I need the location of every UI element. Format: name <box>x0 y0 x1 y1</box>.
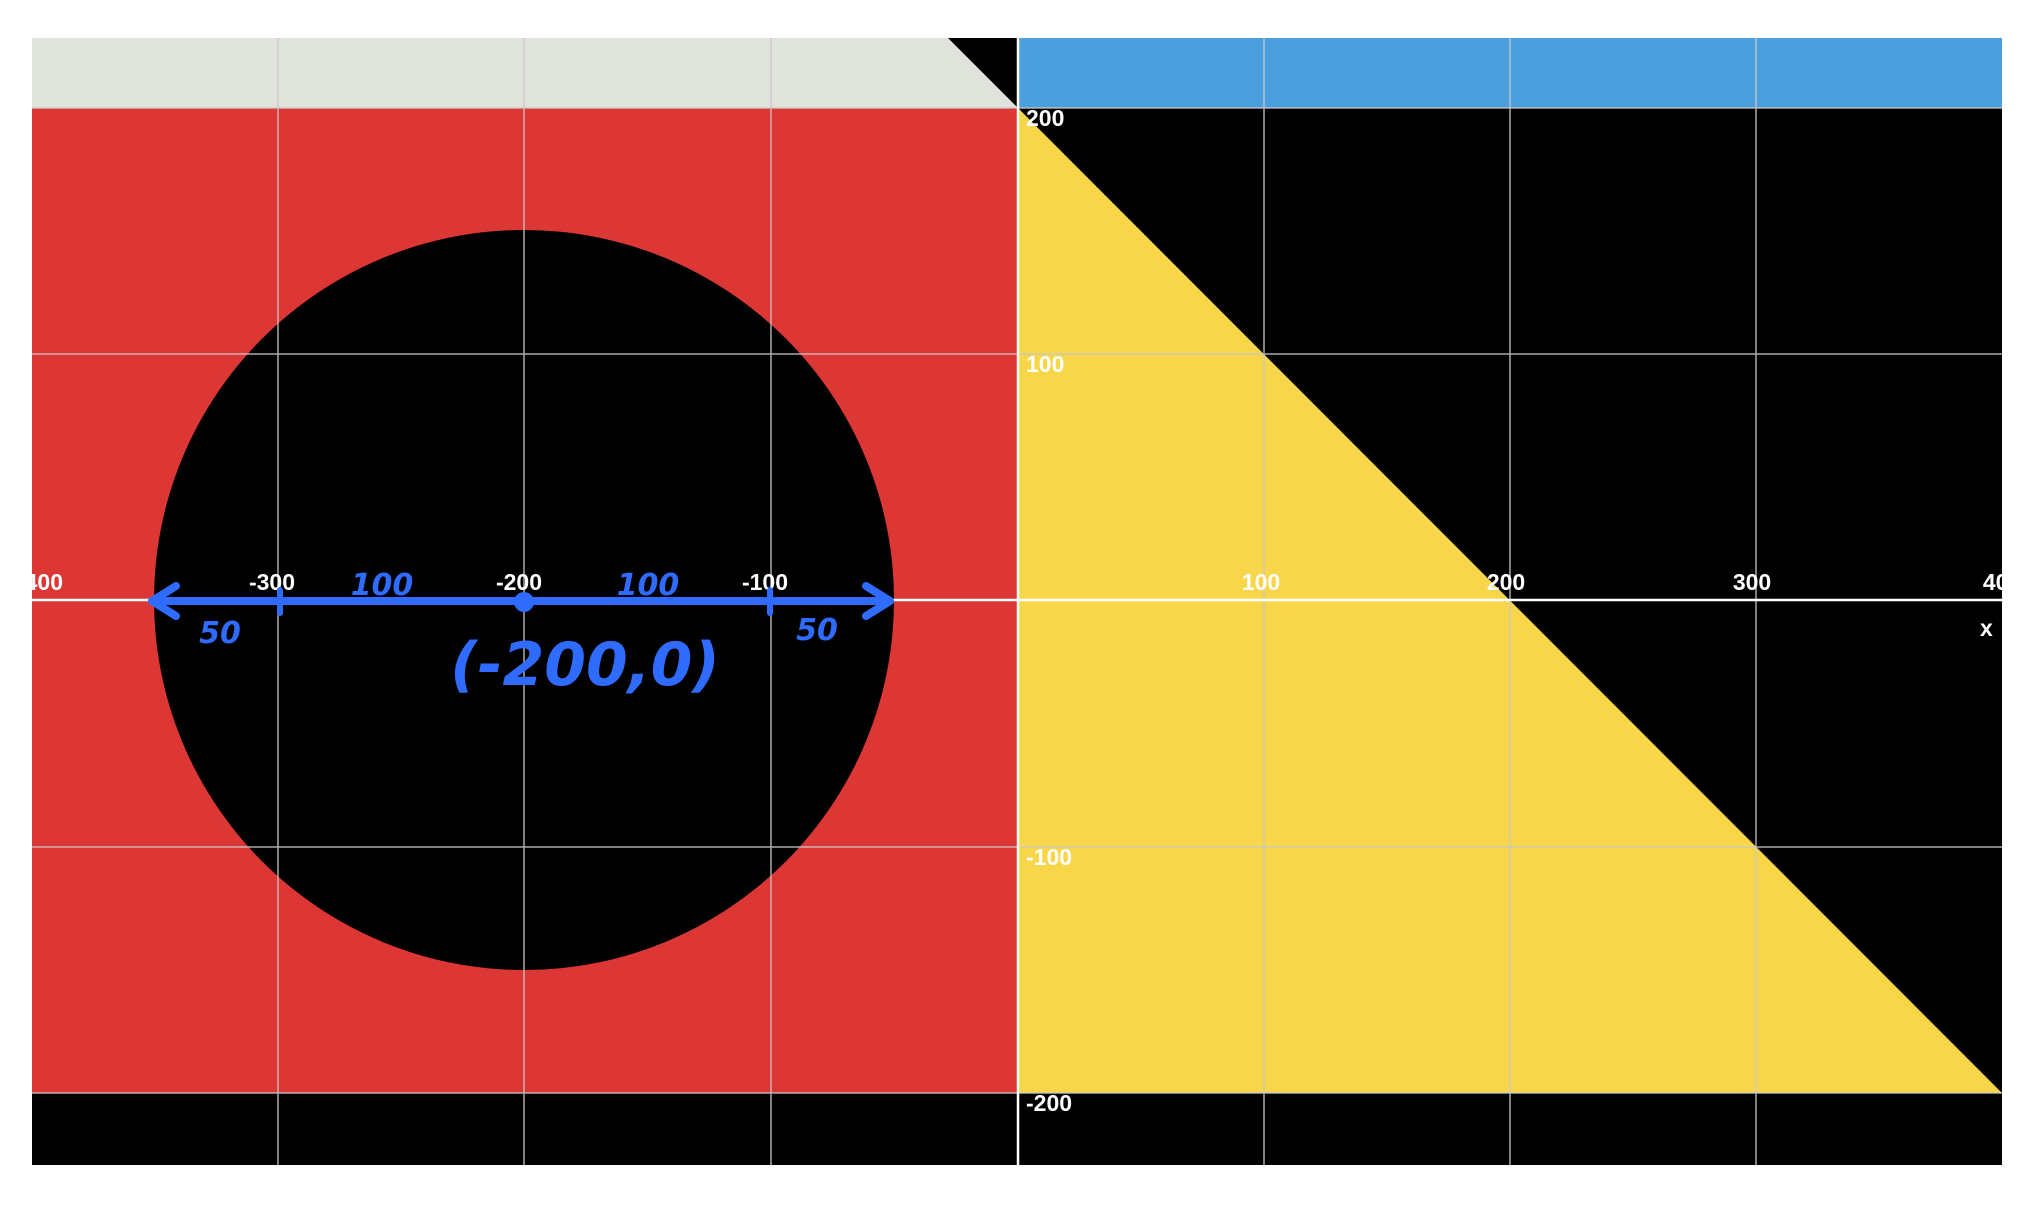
left-radius-label: 50 <box>199 616 241 651</box>
x-tick-label: -400 <box>17 569 63 595</box>
y-tick-label: -100 <box>1026 844 1072 870</box>
gray-band <box>32 38 1018 108</box>
black-corner-wedge <box>948 38 1018 108</box>
x-tick-label: 300 <box>1733 569 1771 595</box>
x-tick-label: 400 <box>1983 569 2021 595</box>
x-tick-label: -300 <box>249 569 295 595</box>
x-tick-label: -200 <box>496 569 542 595</box>
x-tick-label: 200 <box>1487 569 1525 595</box>
handwritten-annotation: 50 50 100 100 (-200,0) <box>148 568 894 700</box>
x-axis-label: x <box>1980 615 1993 641</box>
center-point-dot <box>514 592 534 612</box>
x-tick-label: 100 <box>1242 569 1280 595</box>
left-arrowhead <box>148 582 180 620</box>
y-tick-label: 200 <box>1026 105 1064 131</box>
right-arrowhead <box>862 582 894 620</box>
y-tick-label: -200 <box>1026 1090 1072 1116</box>
right-radius-label: 50 <box>796 613 838 648</box>
x-tick-label: -100 <box>742 569 788 595</box>
right-segment-label: 100 <box>617 568 680 603</box>
left-segment-label: 100 <box>351 568 414 603</box>
center-point-label: (-200,0) <box>450 630 720 700</box>
y-tick-label: 100 <box>1026 351 1064 377</box>
